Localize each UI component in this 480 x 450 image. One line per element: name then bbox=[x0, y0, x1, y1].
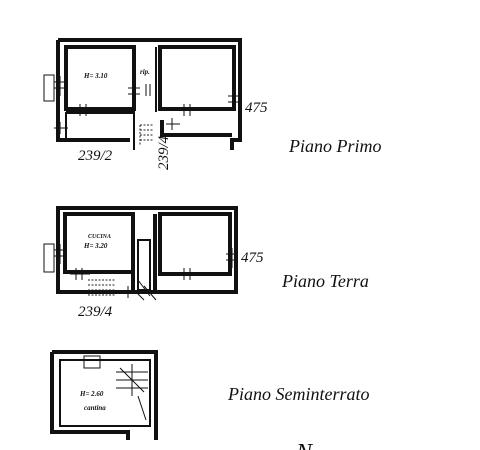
terra-dim-right: 475 bbox=[241, 250, 264, 266]
piano-seminterrato-label: Piano Seminterrato bbox=[227, 384, 370, 404]
primo-dim-right: 475 bbox=[245, 100, 268, 116]
primo-room-height: H= 3.10 bbox=[83, 72, 108, 80]
terra-dim-bottom-left: 239/4 bbox=[78, 304, 113, 320]
seminterrato-room-height: H= 2.60 bbox=[79, 390, 104, 398]
seminterrato-room-name: cantina bbox=[84, 404, 106, 412]
primo-dim-bottom-mid: 239/4 bbox=[156, 135, 172, 170]
piano-primo-label: Piano Primo bbox=[288, 136, 382, 156]
primo-rip-label: rip. bbox=[140, 68, 150, 76]
terra-room-name: CUCINA bbox=[88, 234, 111, 240]
terra-room-height: H= 3.20 bbox=[83, 242, 108, 250]
piano-terra-plan bbox=[43, 206, 238, 301]
piano-terra-label: Piano Terra bbox=[281, 271, 369, 291]
primo-dim-bottom-left: 239/2 bbox=[78, 148, 113, 164]
north-label: N bbox=[295, 440, 314, 450]
piano-primo-plan bbox=[43, 38, 242, 150]
piano-seminterrato-plan bbox=[50, 350, 158, 440]
